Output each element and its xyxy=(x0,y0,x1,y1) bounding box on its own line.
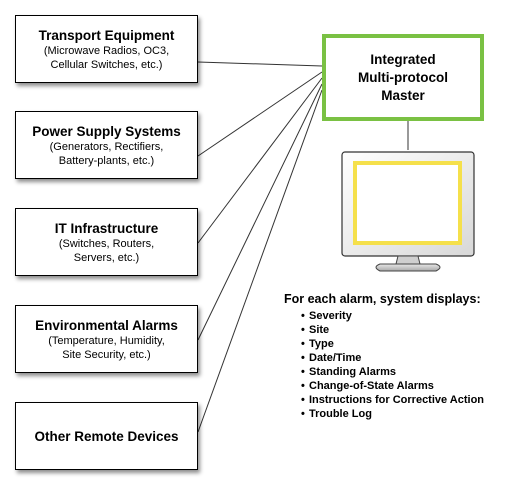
source-it-infrastructure: IT Infrastructure (Switches, Routers, Se… xyxy=(15,208,198,276)
list-item: Severity xyxy=(301,309,516,323)
source-transport-equipment: Transport Equipment (Microwave Radios, O… xyxy=(15,15,198,83)
source-other-remote-devices: Other Remote Devices xyxy=(15,402,198,470)
list-item: Standing Alarms xyxy=(301,365,516,379)
list-item: Type xyxy=(301,337,516,351)
master-line-1: Integrated xyxy=(370,51,436,67)
source-title: Transport Equipment xyxy=(38,27,175,43)
alarm-display-info: For each alarm, system displays: Severit… xyxy=(284,291,516,421)
source-power-supply-systems: Power Supply Systems (Generators, Rectif… xyxy=(15,111,198,179)
monitor-base xyxy=(375,263,441,272)
master-line-2: Multi-protocol xyxy=(358,69,448,85)
source-subtitle: (Generators, Rectifiers, Battery-plants,… xyxy=(49,140,164,167)
link-environmental xyxy=(197,83,323,341)
integrated-master-box: Integrated Multi-protocol Master xyxy=(322,34,484,121)
link-power xyxy=(197,71,323,157)
list-item: Change-of-State Alarms xyxy=(301,379,516,393)
link-other xyxy=(197,89,323,433)
list-item: Date/Time xyxy=(301,351,516,365)
source-subtitle: (Temperature, Humidity, Site Security, e… xyxy=(48,334,165,361)
monitor-neck xyxy=(395,255,421,265)
source-title: Power Supply Systems xyxy=(32,123,181,139)
list-item: Trouble Log xyxy=(301,407,516,421)
link-it xyxy=(197,77,323,244)
source-subtitle: (Microwave Radios, OC3, Cellular Switche… xyxy=(43,44,170,71)
source-title: IT Infrastructure xyxy=(54,220,159,236)
alarm-attribute-list: Severity Site Type Date/Time Standing Al… xyxy=(284,309,516,421)
computer-monitor-icon xyxy=(341,151,475,272)
list-item: Instructions for Corrective Action xyxy=(301,393,516,407)
source-environmental-alarms: Environmental Alarms (Temperature, Humid… xyxy=(15,305,198,373)
master-line-3: Master xyxy=(381,87,425,103)
monitor-screen xyxy=(353,161,462,245)
alarm-display-heading: For each alarm, system displays: xyxy=(284,292,481,306)
source-title: Environmental Alarms xyxy=(35,317,178,333)
list-item: Site xyxy=(301,323,516,337)
link-transport xyxy=(197,61,323,67)
source-title: Other Remote Devices xyxy=(34,428,179,444)
source-subtitle: (Switches, Routers, Servers, etc.) xyxy=(58,237,155,264)
